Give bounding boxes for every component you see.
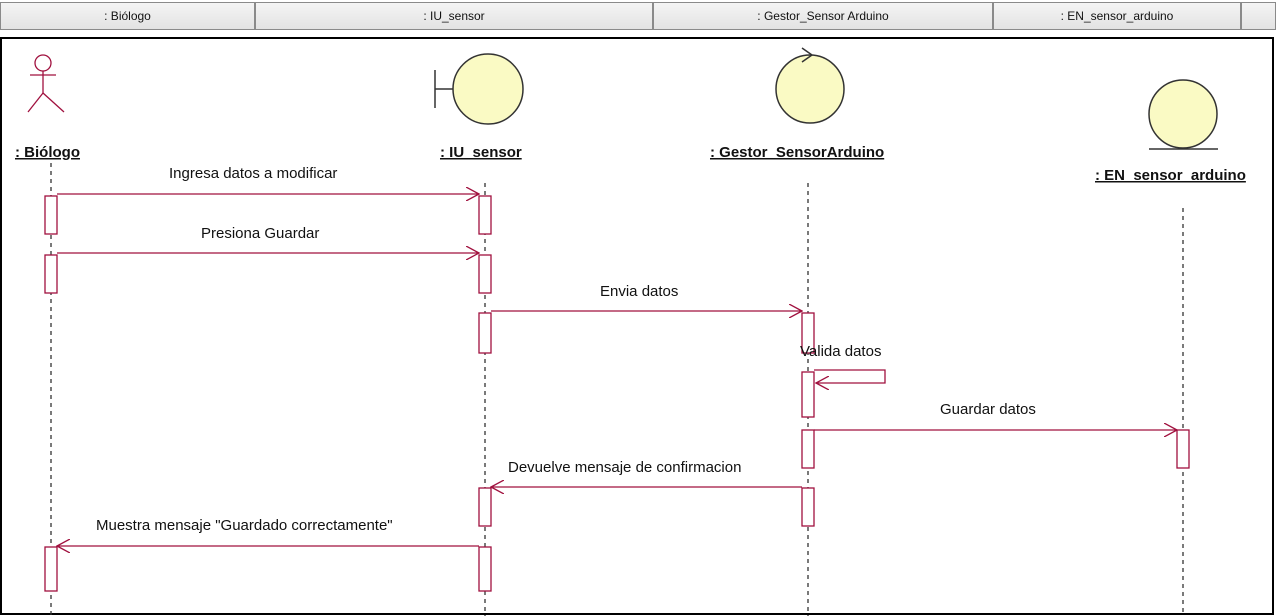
- message-label-6: Devuelve mensaje de confirmacion: [508, 459, 741, 476]
- lifeline-label-gestor: : Gestor_SensorArduino: [710, 144, 884, 161]
- control-icon: [775, 47, 845, 124]
- header-cell-biologo: : Biólogo: [0, 2, 255, 30]
- message-label-3: Envia datos: [600, 283, 678, 300]
- lifeline-label-iu-sensor: : IU_sensor: [440, 144, 522, 161]
- diagram-frame: [0, 37, 1274, 615]
- header-cell-empty: [1241, 2, 1276, 30]
- message-label-2: Presiona Guardar: [201, 225, 319, 242]
- activation-bars: [44, 195, 1190, 592]
- header-cell-en-sensor: : EN_sensor_arduino: [993, 2, 1241, 30]
- swimlane-header: : Biólogo : IU_sensor : Gestor_Sensor Ar…: [0, 0, 1276, 32]
- message-label-1: Ingresa datos a modificar: [169, 165, 337, 182]
- message-label-4: Valida datos: [800, 343, 881, 360]
- message-arrow-4-self: [814, 369, 886, 383]
- message-label-5: Guardar datos: [940, 401, 1036, 418]
- message-arrows: [57, 194, 1177, 546]
- header-cell-gestor: : Gestor_Sensor Arduino: [653, 2, 993, 30]
- lifeline-label-biologo: : Biólogo: [15, 144, 80, 161]
- header-cell-iu-sensor: : IU_sensor: [255, 2, 653, 30]
- entity-icon: [1148, 79, 1218, 150]
- lifeline-label-en-sensor: : EN_sensor_arduino: [1095, 167, 1246, 184]
- boundary-icon: [434, 53, 524, 125]
- message-label-7: Muestra mensaje "Guardado correctamente": [96, 517, 393, 534]
- actor-icon: [27, 54, 65, 113]
